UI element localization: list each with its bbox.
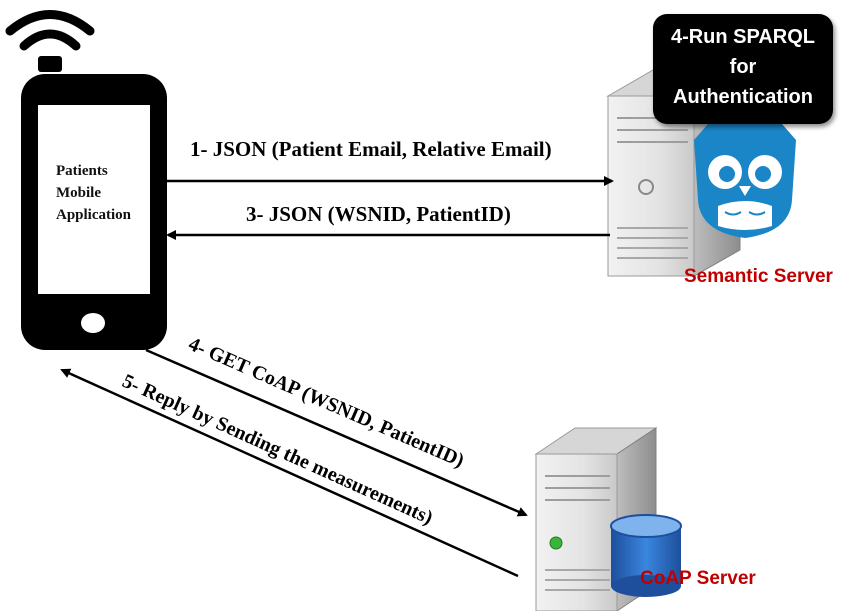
message-3-label: 3- JSON (WSNID, PatientID) [246,202,511,226]
database-icon [610,514,682,597]
sparql-callout: 4-Run SPARQL for Authentication [653,14,833,124]
coap-server-label: CoAP Server [640,568,756,589]
mobile-phone-icon [21,74,167,350]
semantic-server-label: Semantic Server [684,266,833,287]
wifi-icon [5,10,95,72]
phone-label-line: Patients [56,163,108,179]
callout-line: Authentication [673,86,813,108]
callout-line: 4-Run SPARQL [670,26,816,48]
owl-logo-icon [694,119,796,238]
arrow-4-get-coap [145,348,528,517]
phone-label: Patients Mobile Application [56,160,166,226]
callout-line: for [729,56,757,78]
arrow-5-reply [60,368,519,578]
phone-label-line: Application [56,207,132,223]
phone-label-line: Mobile [56,185,101,201]
message-1-label: 1- JSON (Patient Email, Relative Email) [190,137,552,161]
